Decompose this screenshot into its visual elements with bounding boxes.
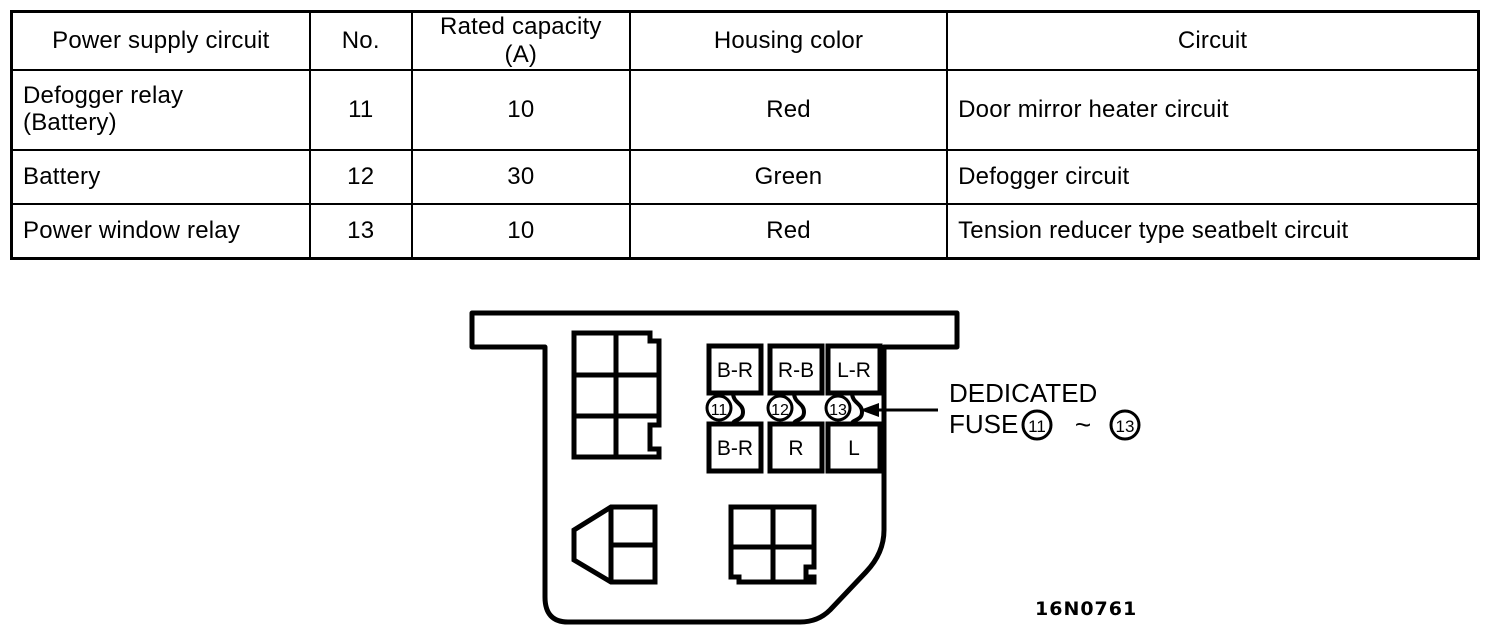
callout-arrow — [860, 403, 938, 417]
fuse-label-top-3: L-R — [837, 359, 871, 382]
callout-range-to-circle — [1109, 409, 1141, 441]
cell-circuit: Defogger circuit — [946, 149, 1480, 205]
table-header-row: Power supply circuit No. Rated capacity … — [10, 10, 1480, 71]
table-row: Defogger relay (Battery) 11 10 Red Door … — [10, 69, 1480, 151]
fuse-number-circle-13 — [824, 394, 852, 422]
column-header-no: No. — [308, 10, 413, 71]
cell-no: 11 — [308, 69, 413, 151]
cell-rated-capacity: 30 — [410, 149, 631, 205]
connector-upper-left — [571, 330, 662, 460]
fuse-box-drawing: B-R R-B L-R B-R R L 11 12 13 DEDICATED F… — [469, 310, 1141, 625]
cell-rated-capacity: 10 — [410, 69, 631, 151]
fuse-box-diagram: B-R R-B L-R B-R R L 11 12 13 DEDICATED F… — [0, 285, 1504, 642]
cell-text-line1: Defogger relay — [23, 82, 184, 110]
column-header-rated-capacity: Rated capacity (A) — [410, 10, 631, 71]
fuse-number-circle-11 — [705, 394, 733, 422]
fuse-box-outline — [469, 310, 960, 625]
cell-power-supply-circuit: Defogger relay (Battery) — [10, 69, 311, 151]
fuse-number-text-11: 11 — [711, 402, 728, 419]
fuse-group-12 — [766, 343, 825, 474]
column-header-housing-color: Housing color — [628, 10, 949, 71]
callout-range-to: 13 — [1116, 417, 1135, 436]
cell-no: 12 — [308, 149, 413, 205]
table-row: Battery 12 30 Green Defogger circuit — [10, 149, 1480, 205]
fuse-bottom-terminal-13 — [825, 421, 883, 474]
callout-line1: DEDICATED — [949, 378, 1097, 408]
cell-circuit: Tension reducer type seatbelt circuit — [946, 203, 1480, 260]
table-row: Power window relay 13 10 Red Tension red… — [10, 203, 1480, 260]
fuse-link-wire-12 — [792, 392, 807, 425]
fuse-number-text-12: 12 — [771, 402, 789, 419]
cell-no: 13 — [308, 203, 413, 260]
figure-code: 16N0761 — [1035, 598, 1138, 620]
fuse-group-13 — [824, 343, 883, 474]
callout-range-from-circle — [1021, 409, 1053, 441]
fuse-specification-table: Power supply circuit No. Rated capacity … — [10, 10, 1480, 260]
cell-housing-color: Red — [628, 203, 949, 260]
cell-circuit: Door mirror heater circuit — [946, 69, 1480, 151]
fuse-group-11 — [705, 343, 764, 474]
fuse-link-wire-13 — [850, 392, 865, 425]
connector-lower-left — [571, 504, 658, 585]
callout-range-separator: ~ — [1075, 409, 1091, 440]
fuse-number-circle-12 — [766, 394, 794, 422]
fuse-top-terminal-11 — [706, 343, 764, 396]
fuse-label-top-2: R-B — [778, 359, 814, 382]
fuse-label-bottom-1: B-R — [717, 437, 753, 460]
fuse-label-top-1: B-R — [717, 359, 753, 382]
fuse-label-bottom-2: R — [788, 437, 803, 460]
fuse-number-text-13: 13 — [829, 402, 847, 419]
fuse-label-bottom-3: L — [848, 437, 860, 460]
cell-housing-color: Green — [628, 149, 949, 205]
cell-text-line2: (Battery) — [23, 109, 117, 136]
connector-lower-right — [728, 504, 817, 585]
callout-range-from: 11 — [1028, 417, 1046, 436]
cell-power-supply-circuit: Battery — [10, 149, 311, 205]
callout-line2-prefix: FUSE — [949, 409, 1018, 439]
column-header-power-supply-circuit: Power supply circuit — [10, 10, 311, 71]
fuse-link-wire-11 — [731, 392, 746, 425]
cell-housing-color: Red — [628, 69, 949, 151]
cell-power-supply-circuit: Power window relay — [10, 203, 311, 260]
column-header-circuit: Circuit — [946, 10, 1480, 71]
cell-rated-capacity: 10 — [410, 203, 631, 260]
